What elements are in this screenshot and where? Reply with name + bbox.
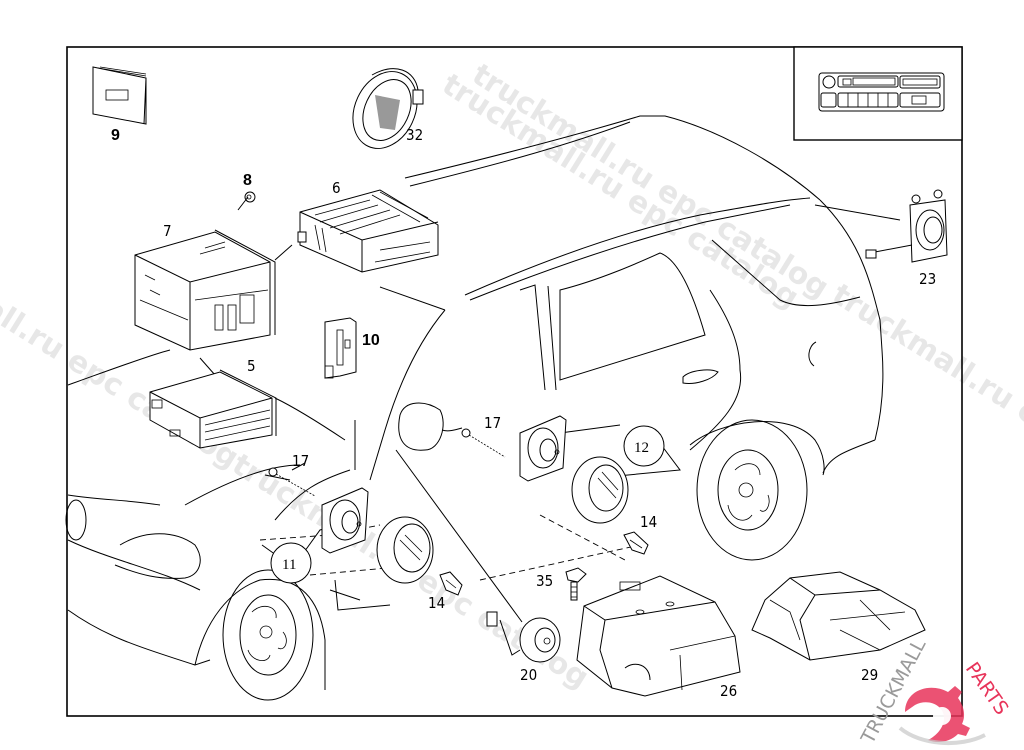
watermark-text: truckmall.ru epc catalog — [436, 67, 805, 316]
callout-11: 11 — [282, 557, 296, 573]
part-7-radio-unit — [134, 229, 276, 351]
callout-9: 9 — [111, 127, 120, 144]
callout-35: 35 — [536, 572, 553, 590]
callout-8: 8 — [243, 172, 252, 189]
part-9-manual — [92, 66, 147, 125]
logo-text-parts: PARTS — [961, 658, 1013, 719]
part-6-radio-unit — [297, 189, 439, 273]
callout-23: 23 — [919, 270, 936, 288]
watermark-text: truckmall.ru epc catalog — [466, 57, 835, 306]
part-11-front-speaker — [321, 487, 434, 584]
part-35-bolt — [565, 567, 587, 601]
gear-icon — [898, 686, 986, 746]
part-14-clip-rear — [623, 531, 649, 555]
part-29-subwoofer — [751, 571, 926, 661]
callout-5: 5 — [247, 357, 256, 375]
callout-6: 6 — [332, 179, 341, 197]
watermark-text: truckmall.ru epc catalog — [826, 277, 1024, 526]
part-10-bracket — [324, 317, 357, 379]
callout-7: 7 — [163, 222, 172, 240]
callout-32: 32 — [406, 126, 423, 144]
callout-26: 26 — [720, 682, 737, 700]
callout-10: 10 — [362, 332, 380, 349]
callout-11-circle — [270, 542, 312, 584]
callout-17-rear: 17 — [484, 414, 501, 432]
part-32-oval-speaker — [352, 68, 424, 149]
callout-12-circle — [623, 425, 665, 467]
part-12-rear-speaker — [519, 415, 629, 524]
part-14-clip-front — [439, 571, 463, 596]
diagram-frame — [66, 46, 963, 717]
part-8-nut — [244, 191, 256, 203]
radio-panel-inset — [793, 46, 963, 141]
part-20-tweeter — [486, 611, 561, 663]
part-5-cassette-holder — [149, 369, 277, 449]
part-23-rear-speaker — [865, 189, 948, 263]
callout-14-front: 14 — [428, 594, 445, 612]
callout-29: 29 — [861, 666, 878, 684]
callout-14-rear: 14 — [640, 513, 657, 531]
callout-20: 20 — [520, 666, 537, 684]
truckmallparts-logo: TRUCKMALL PARTS — [857, 635, 1013, 748]
vehicle-outline — [65, 115, 884, 701]
part-17-screw-front — [268, 467, 316, 497]
part-26-amplifier — [576, 575, 741, 697]
callout-17-front: 17 — [292, 452, 309, 470]
callout-12: 12 — [634, 440, 649, 456]
part-17-screw-rear — [461, 428, 506, 458]
